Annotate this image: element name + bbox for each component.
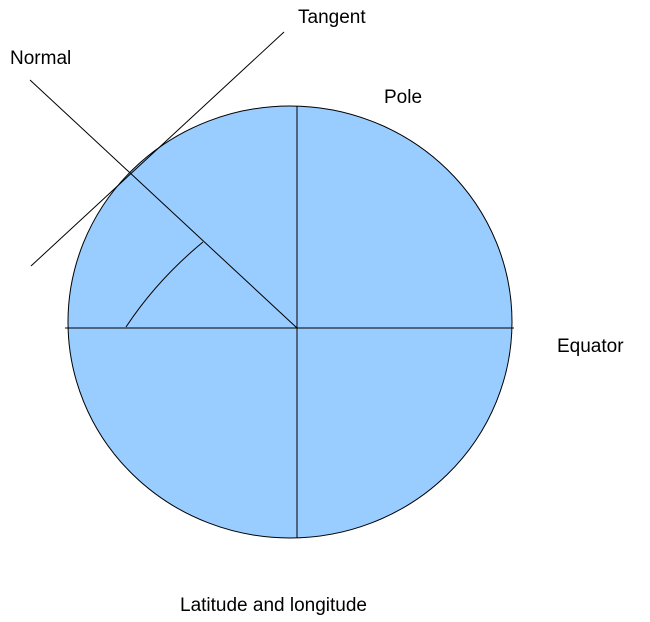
- normal-label: Normal: [10, 48, 72, 69]
- diagram-caption: Latitude and longitude: [180, 595, 367, 616]
- equator-label: Equator: [557, 336, 624, 357]
- latitude-angle-arc: [125, 241, 204, 328]
- tangent-line: [30, 31, 285, 267]
- tangent-label: Tangent: [298, 7, 366, 28]
- normal-line: [29, 79, 298, 329]
- pole-label: Pole: [384, 87, 423, 108]
